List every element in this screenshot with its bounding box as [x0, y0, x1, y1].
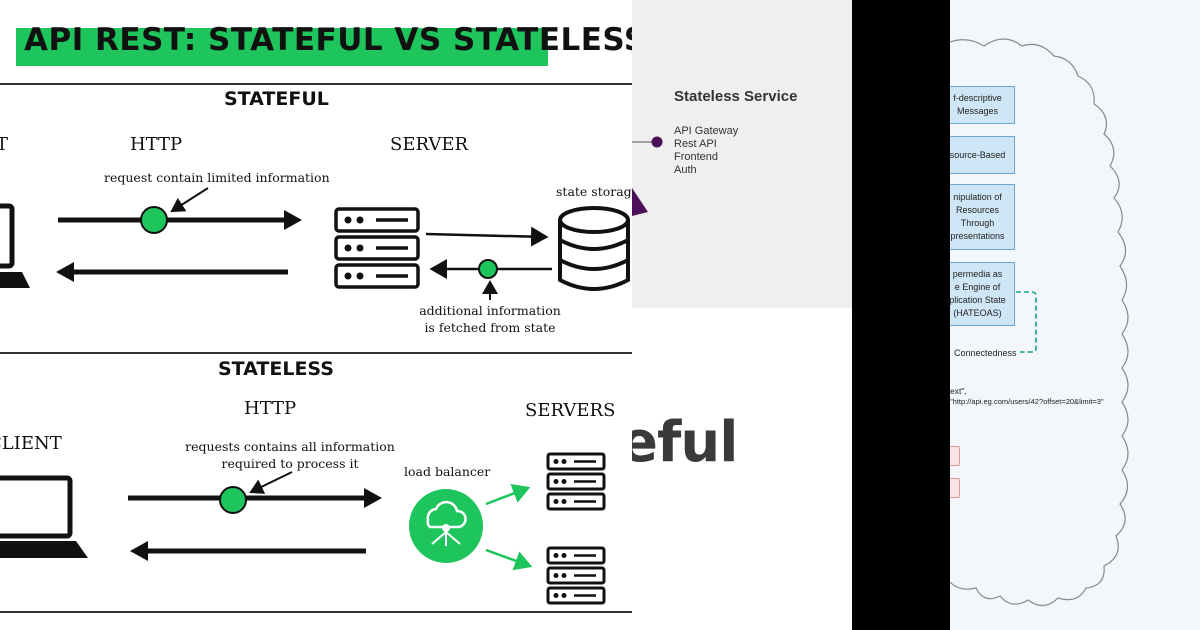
stateless-client-laptop-icon	[0, 475, 88, 558]
stateful-server-label: SERVER	[390, 134, 469, 155]
main-title: API REST: STATEFUL VS STATELESS	[24, 22, 632, 58]
connectedness-label: Connectedness	[954, 348, 1017, 358]
load-balancer-label: load balancer	[404, 464, 491, 479]
stateless-servers-label: SERVERS	[525, 400, 616, 421]
constraint-box-manipulation: nipulation of Resources Through presenta…	[950, 184, 1015, 250]
stateless-request-arrow	[128, 488, 382, 508]
state-storage-label: state storage	[556, 184, 632, 199]
stateful-client-laptop-icon	[0, 203, 30, 288]
connectedness-bracket	[1016, 291, 1037, 353]
code-line-2: "http://api.eg.com/users/42?offset=20&li…	[950, 397, 1104, 406]
load-balancer-icon	[409, 489, 483, 563]
stateful-server-icon	[334, 207, 420, 289]
top-divider	[0, 83, 632, 85]
cloud-outline	[950, 38, 1129, 607]
cloud-outline-graphics	[950, 38, 1129, 607]
stateful-response-arrow	[56, 262, 288, 282]
purple-arrowhead-icon	[632, 188, 648, 216]
additional-info-note: additional information is fetched from s…	[419, 303, 561, 335]
service-item: Auth	[674, 164, 697, 176]
service-title: Stateless Service	[674, 88, 798, 105]
service-item: API Gateway	[674, 125, 739, 137]
lb-to-server-1-arrow	[485, 483, 531, 506]
constraint-box-hateoas: permedia as e Engine of plication State …	[950, 262, 1015, 326]
stateless-http-label: HTTP	[244, 398, 297, 419]
service-item: Frontend	[674, 151, 719, 163]
big-word-panel: eful	[632, 308, 852, 630]
big-word-fragment: eful	[632, 410, 738, 475]
stateless-server-1-icon	[546, 452, 606, 511]
stateless-client-label: CLIENT	[0, 433, 62, 454]
server-to-storage-arrow	[425, 226, 549, 247]
stateless-heading: STATELESS	[218, 358, 334, 380]
service-item: Rest API	[674, 138, 717, 150]
stateless-request-note: requests contains all information requir…	[185, 439, 395, 471]
service-card-graphics	[632, 136, 663, 216]
stateless-request-packet-icon	[219, 486, 247, 514]
black-divider-panel	[852, 0, 950, 630]
stateful-heading: STATEFUL	[224, 88, 329, 110]
connector-dot-icon	[651, 136, 663, 148]
stateless-response-arrow	[130, 541, 366, 561]
code-line-1: ext",	[950, 386, 967, 396]
stateful-http-label: HTTP	[130, 134, 183, 155]
stateless-server-2-icon	[546, 546, 606, 605]
title-highlight	[16, 28, 548, 66]
pink-tag-2	[950, 478, 960, 498]
lb-to-server-2-arrow	[485, 548, 533, 571]
stateful-vs-stateless-diagram: API REST: STATEFUL VS STATELESS STATEFUL…	[0, 22, 632, 613]
stateful-request-arrow	[58, 210, 302, 230]
constraint-box-resource-based: source-Based	[950, 136, 1015, 174]
pink-tag-1	[950, 446, 960, 466]
diagram-graphics	[0, 187, 630, 605]
stateful-request-packet-icon	[140, 206, 168, 234]
state-storage-database-icon	[558, 206, 630, 291]
middle-divider	[0, 352, 632, 354]
bottom-divider	[0, 611, 632, 613]
stateless-note-pointer	[249, 471, 293, 494]
stateless-service-card: Stateless Service API Gateway Rest API F…	[632, 0, 852, 308]
stateful-request-note: request contain limited information	[104, 170, 330, 185]
stateful-client-label: T	[0, 134, 9, 155]
request-note-pointer	[170, 187, 209, 213]
state-packet-icon	[478, 259, 498, 279]
